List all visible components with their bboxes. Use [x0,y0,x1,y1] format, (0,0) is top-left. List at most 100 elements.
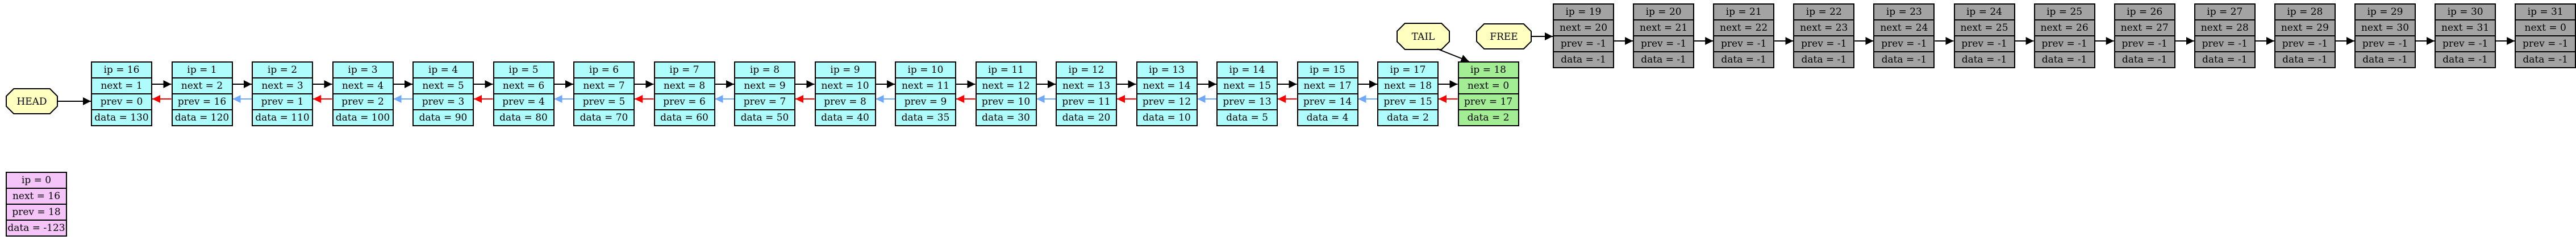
node-data-field: data = 120 [174,112,230,123]
node-next-field: next = 1 [92,78,151,94]
node-data-field: data = -1 [2121,54,2167,65]
node-ip-field: ip = 25 [2035,5,2094,20]
tail-label: TAIL [1397,23,1450,50]
node-ip-field: ip = 27 [2195,5,2254,20]
node-data-field: data = 60 [660,112,708,123]
node-data-field: data = -1 [2362,54,2408,65]
node-prev-field: prev = 14 [1298,94,1357,110]
node-next-field: next = 5 [414,78,473,94]
node-next-field: next = 0 [1458,78,1518,94]
node-next-field: next = 25 [1954,20,2014,36]
node-next-field: next = 11 [896,78,955,94]
node-ip-field: ip = 6 [574,63,633,78]
node-next-field: next = 14 [1137,78,1197,94]
node-next-field: next = 6 [494,78,553,94]
node-ip-field: ip = 30 [2436,5,2495,20]
node-data-field: data = 4 [1306,112,1349,123]
node-data-field: data = -1 [1881,54,1927,65]
node-data-field: data = 20 [1062,112,1111,123]
node-prev-field: prev = -1 [2516,36,2575,52]
node-data-field: data = 2 [1387,112,1429,123]
node-data-field: data = 10 [1143,112,1191,123]
node-prev-field: prev = 18 [7,205,66,221]
node-ip-field: ip = 10 [896,63,955,78]
node-ip-field: ip = 21 [1714,5,1774,20]
node-prev-field: prev = 3 [414,94,473,110]
node-prev-field: prev = -1 [2195,36,2254,52]
node-prev-field: prev = 5 [574,94,633,110]
node-prev-field: prev = 11 [1057,94,1116,110]
node-ip-field: ip = 8 [735,63,794,78]
node-data-field: data = 100 [335,112,390,123]
node-prev-field: prev = 6 [655,94,714,110]
tail-edge [1437,48,1469,63]
node-prev-field: prev = -1 [2356,36,2415,52]
node-ip-field: ip = 3 [333,63,393,78]
node-prev-field: prev = -1 [1554,36,1613,52]
free-label: FREE [1476,23,1532,49]
node-next-field: next = 0 [2516,20,2575,36]
node-prev-field: prev = 15 [1378,94,1437,110]
node-ip-field: ip = 20 [1634,5,1694,20]
node-ip-field: ip = 31 [2516,5,2575,20]
node-ip-field: ip = 14 [1218,63,1277,78]
tail-label-text: TAIL [1412,31,1435,43]
node-next-field: next = 20 [1554,20,1613,36]
head-label: HEAD [6,88,58,114]
node-ip-field: ip = 29 [2356,5,2415,20]
node-ip-field: ip = 22 [1794,5,1854,20]
node-prev-field: prev = -1 [2115,36,2174,52]
node-next-field: next = 21 [1634,20,1694,36]
node-ip-field: ip = 1 [172,63,232,78]
node-next-field: next = 12 [976,78,1036,94]
node-data-field: data = -1 [1641,54,1686,65]
node-next-field: next = 27 [2115,20,2174,36]
node-next-field: next = 13 [1057,78,1116,94]
node-ip-field: ip = 24 [1954,5,2014,20]
node-data-field: data = -1 [2041,54,2087,65]
node-next-field: next = 17 [1298,78,1357,94]
node-data-field: data = -1 [2282,54,2328,65]
node-next-field: next = 16 [7,189,66,205]
node-ip-field: ip = 19 [1554,5,1613,20]
node-ip-field: ip = 4 [414,63,473,78]
node-next-field: next = 4 [333,78,393,94]
node-data-field: data = -1 [2523,54,2568,65]
node-ip-field: ip = 28 [2275,5,2335,20]
node-prev-field: prev = 13 [1218,94,1277,110]
node-prev-field: prev = 8 [815,94,875,110]
node-prev-field: prev = 7 [735,94,794,110]
node-data-field: data = 2 [1467,112,1510,123]
node-prev-field: prev = 10 [976,94,1036,110]
node-next-field: next = 3 [253,78,312,94]
node-prev-field: prev = -1 [2275,36,2335,52]
node-next-field: next = 26 [2035,20,2094,36]
node-data-field: data = 90 [419,112,468,123]
node-ip-field: ip = 18 [1458,63,1518,78]
node-prev-field: prev = 17 [1458,94,1518,110]
node-ip-field: ip = 7 [655,63,714,78]
node-prev-field: prev = -1 [2436,36,2495,52]
node-next-field: next = 10 [815,78,875,94]
node-ip-field: ip = 9 [815,63,875,78]
node-next-field: next = 24 [1874,20,1934,36]
